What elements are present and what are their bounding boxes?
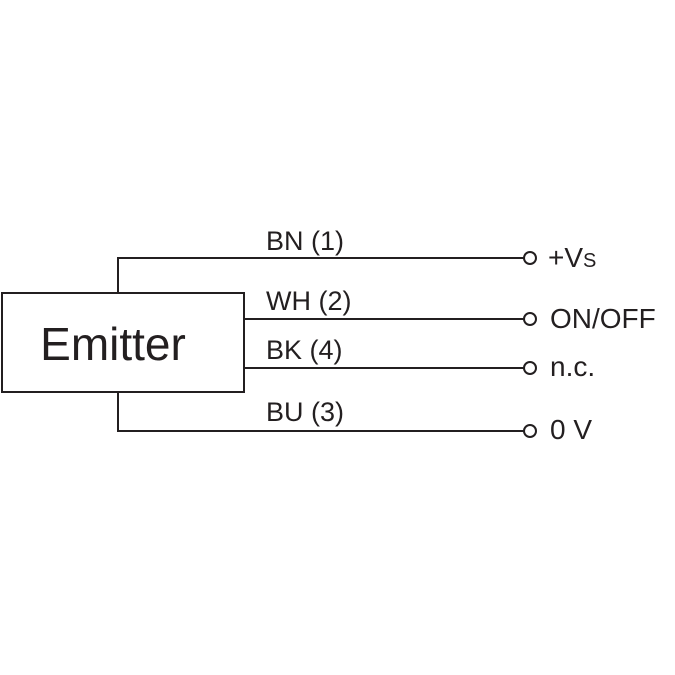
wire-bk-label: BK (4)	[266, 335, 343, 365]
wire-bu	[117, 392, 524, 432]
emitter-label: Emitter	[40, 318, 186, 370]
terminal-bu	[523, 424, 537, 438]
emitter-box	[1, 292, 245, 393]
terminal-bu-label: 0 V	[550, 414, 592, 445]
wire-bn-label: BN (1)	[266, 226, 344, 256]
terminal-bn	[523, 251, 537, 265]
terminal-bn-main: +V	[548, 242, 583, 273]
terminal-bn-sub: S	[583, 250, 596, 272]
terminal-bk-label: n.c.	[550, 351, 595, 382]
wire-bn	[117, 257, 524, 293]
terminal-bn-label: +VS	[548, 242, 596, 273]
wire-wh-label: WH (2)	[266, 286, 351, 316]
terminal-wh-label: ON/OFF	[550, 303, 656, 334]
terminal-wh	[523, 312, 537, 326]
terminal-bk	[523, 361, 537, 375]
wire-bu-label: BU (3)	[266, 397, 344, 427]
